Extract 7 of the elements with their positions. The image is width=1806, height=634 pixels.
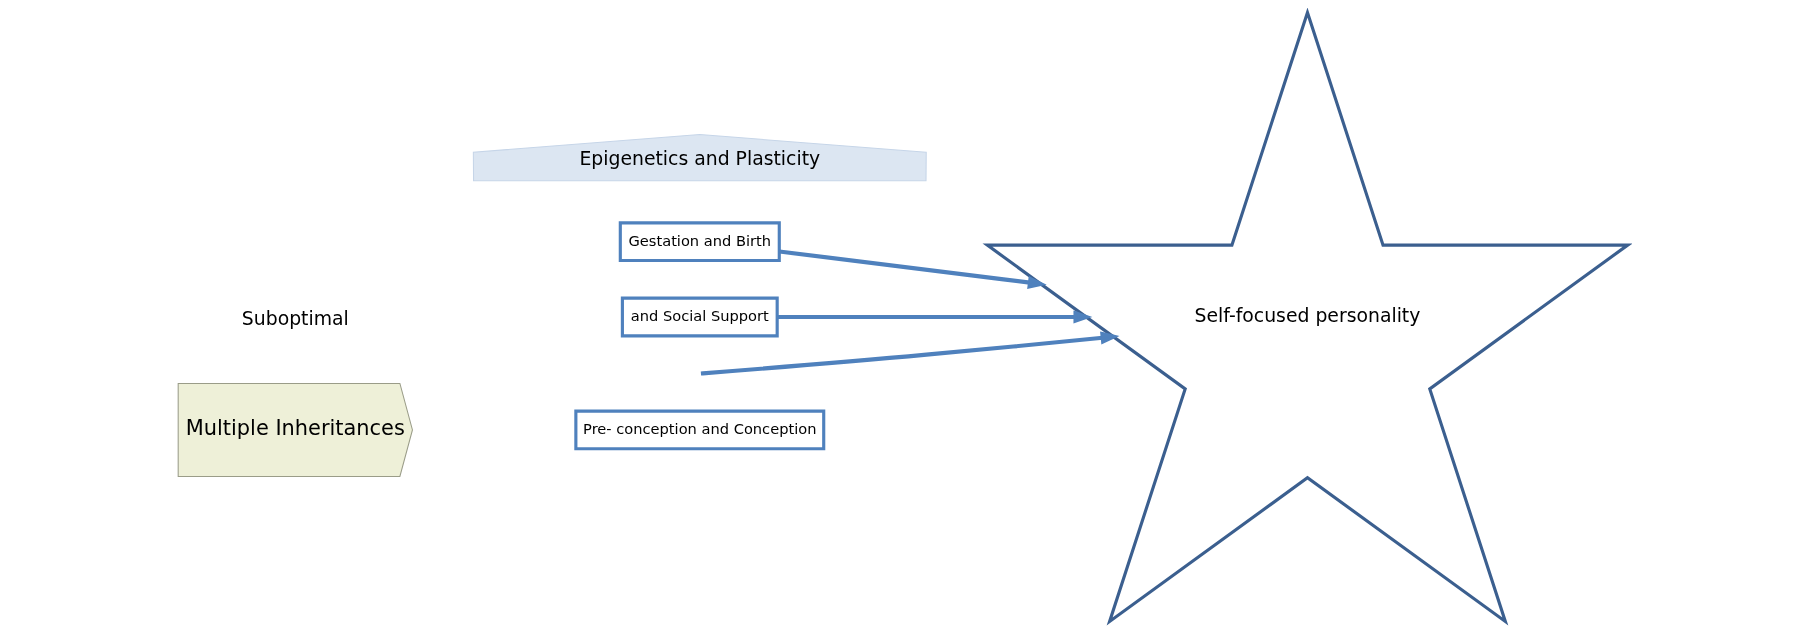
arrow — [700, 331, 1120, 376]
arrow — [779, 249, 1047, 289]
node-box: and Social Support — [620, 296, 779, 338]
label: Suboptimal — [241, 307, 349, 329]
node-box: Pre- conception and Conception — [574, 409, 826, 451]
node-box: Gestation and Birth — [618, 221, 781, 263]
arrow — [777, 310, 1093, 324]
